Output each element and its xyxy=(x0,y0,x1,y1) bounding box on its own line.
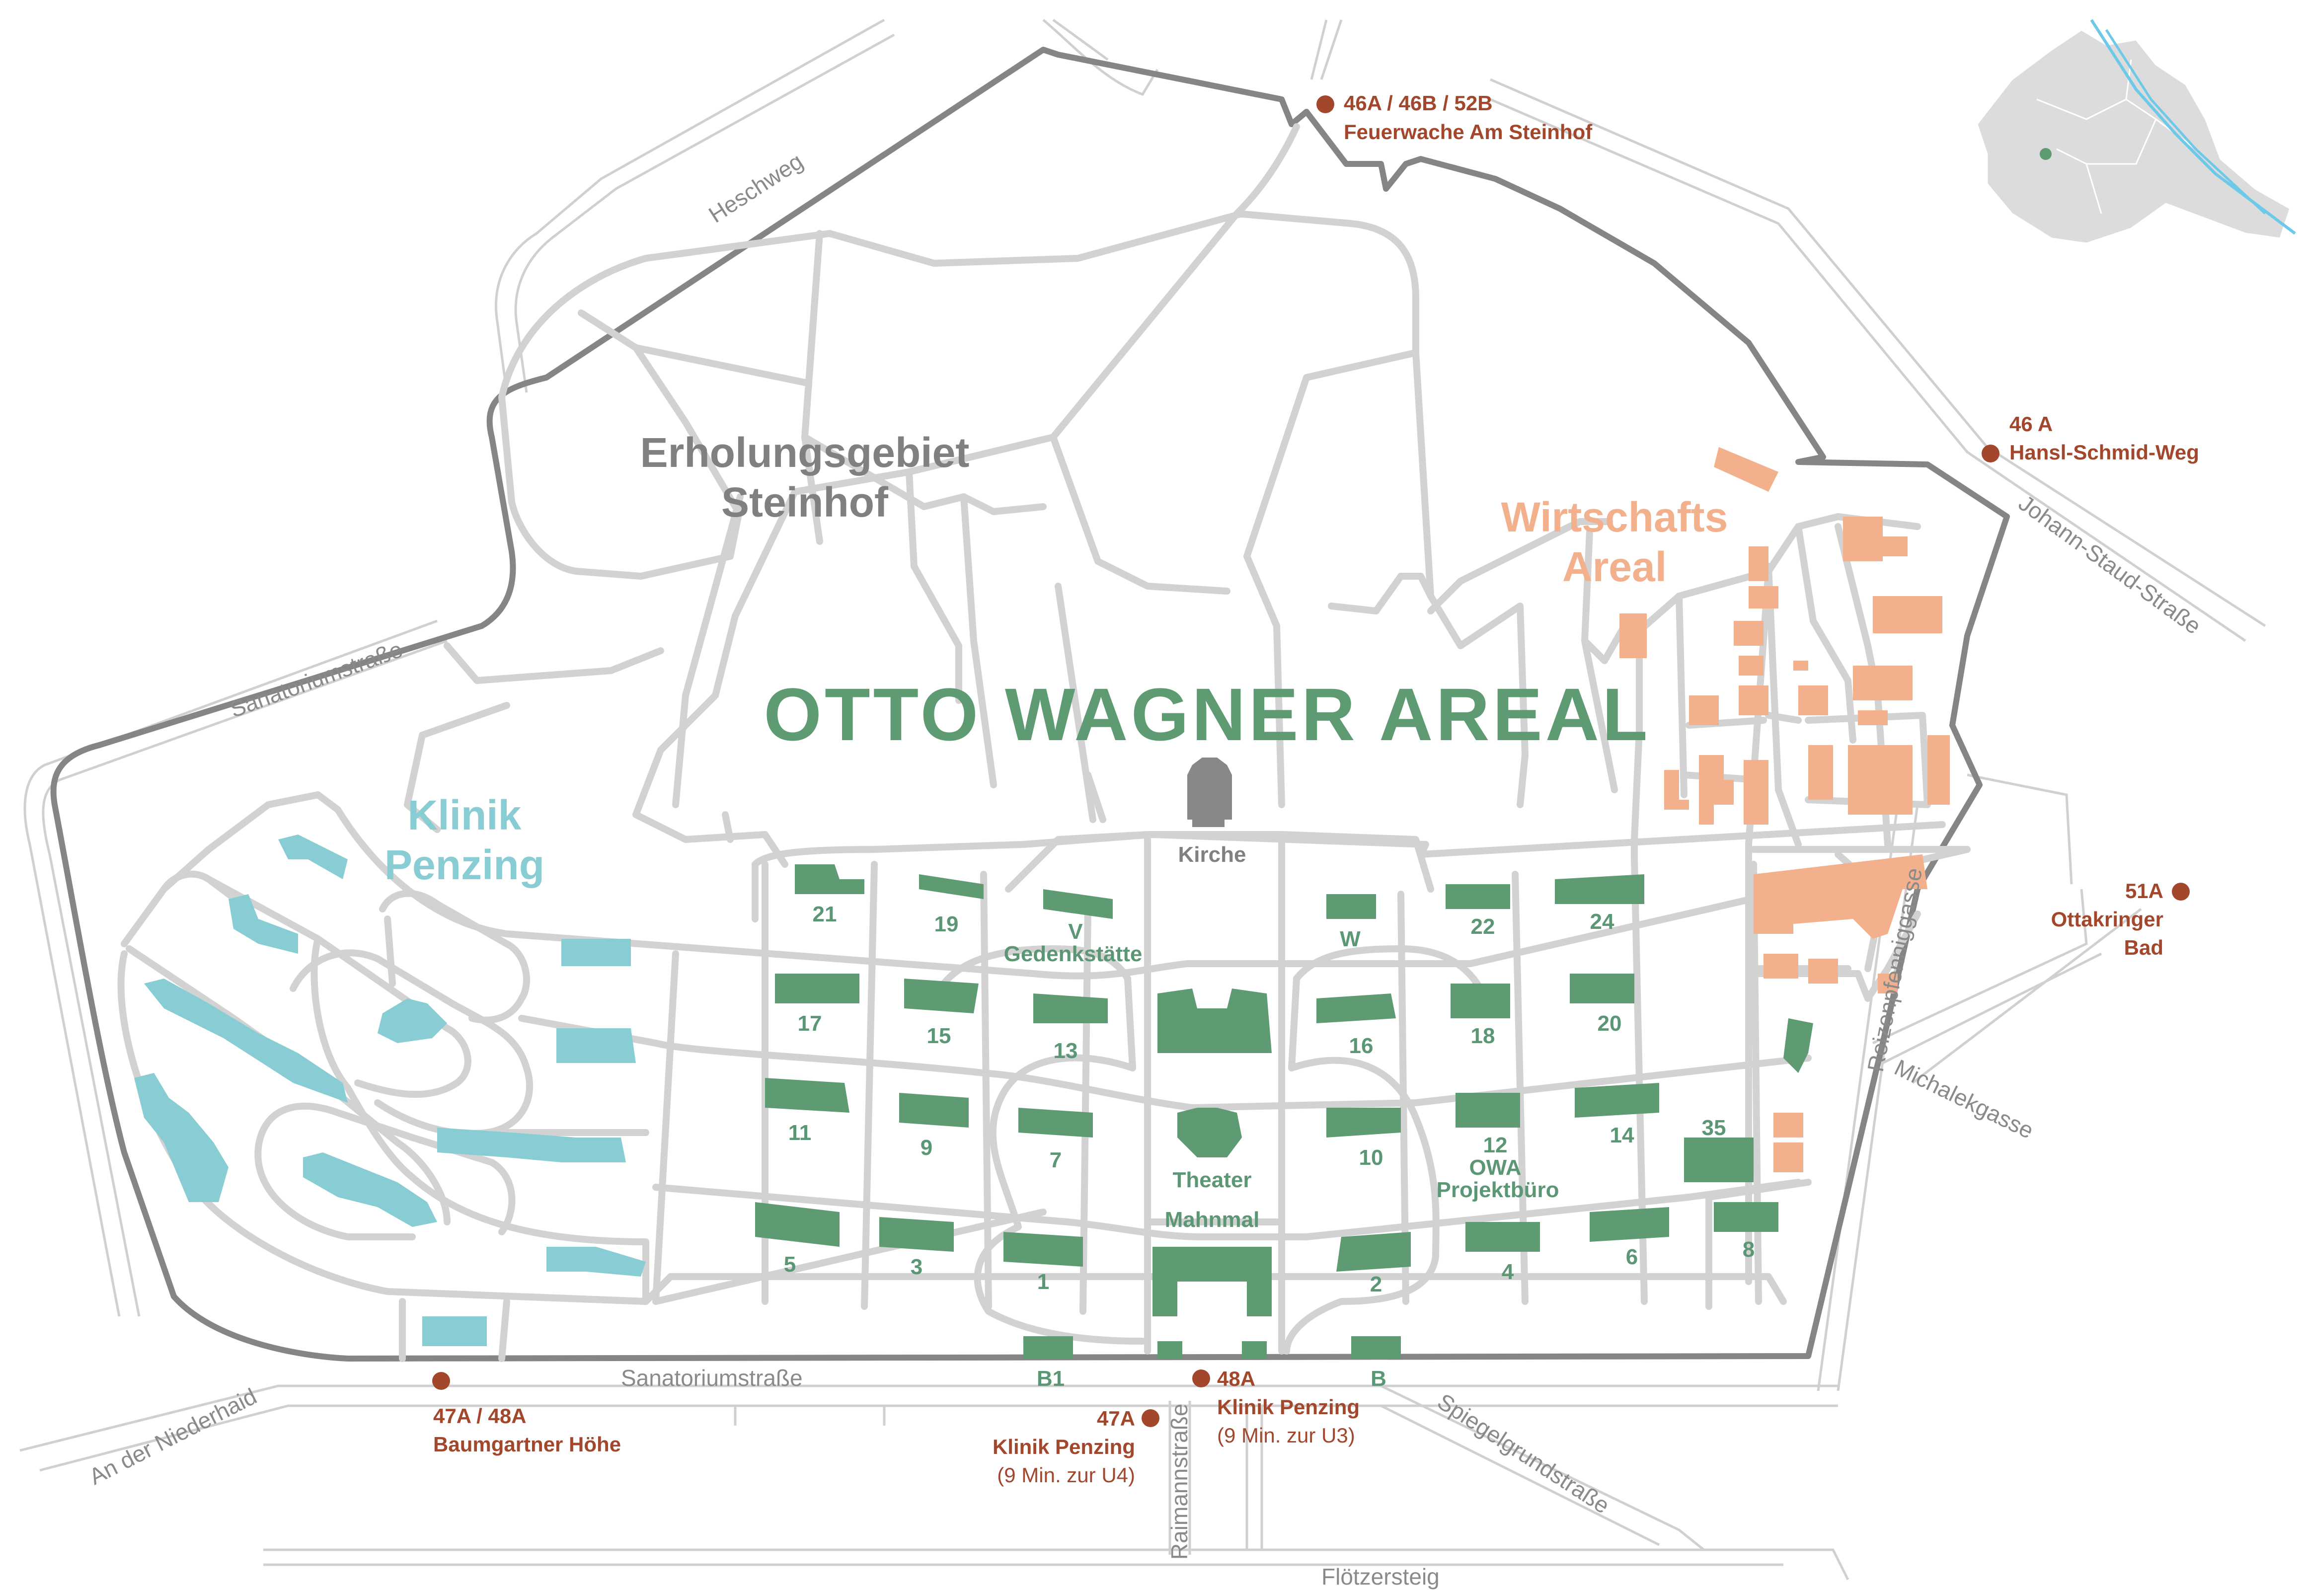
owa-label-3: Projektbüro xyxy=(1437,1178,1559,1202)
building-number: 14 xyxy=(1610,1123,1634,1147)
street-label-johann-staud-strasse: Johann-Staud-Straße xyxy=(2014,490,2206,639)
building-number: 22 xyxy=(1471,914,1495,939)
street-label-spiegelgrundstrasse: Spiegelgrundstraße xyxy=(1433,1388,1614,1519)
bus-stop-marker[interactable] xyxy=(2172,883,2190,901)
bus-stop-marker[interactable] xyxy=(432,1372,450,1390)
mahnmal-label: Mahnmal xyxy=(1165,1208,1260,1232)
recreation-area-label-2: Steinhof xyxy=(721,479,889,526)
building-number: 21 xyxy=(813,902,837,926)
memorial-label-1: V xyxy=(1068,919,1083,944)
bus-stop-s5-note: (9 Min. zur U4) xyxy=(997,1463,1135,1487)
bus-stop-s2-name: Hansl-Schmid-Weg xyxy=(2009,441,2199,464)
w-label: W xyxy=(1340,927,1361,951)
building-number: 19 xyxy=(934,912,959,936)
bus-stop-s6-name: Klinik Penzing xyxy=(1217,1395,1360,1419)
bus-stop-s5-lines: 47A xyxy=(1097,1407,1135,1430)
building-number: 1 xyxy=(1037,1270,1049,1294)
street-label-sanatoriumstrasse-upper: Sanatoriumstraße xyxy=(227,636,406,722)
bus-stop-marker[interactable] xyxy=(1192,1369,1210,1387)
building-number: 20 xyxy=(1598,1011,1622,1036)
building-number: 4 xyxy=(1502,1260,1514,1284)
bus-stop-s2-lines: 46 A xyxy=(2009,412,2053,436)
building-number: 7 xyxy=(1050,1148,1062,1172)
building-number: 15 xyxy=(927,1024,951,1048)
building-number: 10 xyxy=(1359,1145,1383,1170)
bus-stops xyxy=(432,95,2190,1427)
bus-stop-s3-name-1: Ottakringer xyxy=(2051,908,2163,931)
building-number: 3 xyxy=(911,1255,922,1279)
bus-stop-s4-name: Baumgartner Höhe xyxy=(433,1433,621,1456)
bus-stop-s6-note: (9 Min. zur U3) xyxy=(1217,1424,1355,1447)
outer-streets xyxy=(19,18,2266,1581)
building-number: 9 xyxy=(921,1136,932,1160)
building-number: 18 xyxy=(1471,1024,1495,1048)
bus-stop-s6-lines: 48A xyxy=(1217,1367,1255,1390)
owa-label-1: 12 xyxy=(1483,1133,1508,1157)
street-label-raimannstrasse: Raimannstraße xyxy=(1166,1404,1192,1560)
economy-buildings xyxy=(1619,447,1950,1172)
location-dot xyxy=(2040,148,2052,160)
owa-label-2: OWA xyxy=(1469,1155,1521,1180)
building-numbers: 21 19 22 24 17 15 13 16 18 20 11 9 7 10 … xyxy=(784,902,1755,1391)
building-number: 8 xyxy=(1743,1237,1755,1262)
building-number: 24 xyxy=(1590,910,1614,934)
building-number: 17 xyxy=(798,1011,822,1036)
economy-area-label-2: Areal xyxy=(1562,543,1667,590)
building-number: 11 xyxy=(788,1121,812,1145)
street-label-michalekgasse: Michalekgasse xyxy=(1891,1054,2038,1143)
street-label-sanatoriumstrasse-lower: Sanatoriumstraße xyxy=(621,1365,803,1391)
clinic-area-label-1: Klinik xyxy=(408,792,522,838)
clinic-buildings xyxy=(134,835,646,1346)
building-number: B1 xyxy=(1037,1367,1065,1391)
building-number: 16 xyxy=(1349,1034,1374,1058)
bus-stop-s1-lines: 46A / 46B / 52B xyxy=(1344,91,1493,115)
bus-stop-s1-name: Feuerwache Am Steinhof xyxy=(1344,120,1593,144)
theater-label: Theater xyxy=(1173,1168,1252,1192)
building-number: 35 xyxy=(1702,1116,1726,1140)
bus-stop-s3-lines: 51A xyxy=(2125,879,2163,903)
building-number: B xyxy=(1371,1367,1386,1391)
building-number: 13 xyxy=(1054,1039,1078,1063)
economy-area-label-1: Wirtschafts xyxy=(1501,494,1728,540)
bus-stop-s3-name-2: Bad xyxy=(2124,936,2163,959)
vienna-inset-map xyxy=(1976,19,2296,244)
areal-buildings xyxy=(755,864,1813,1359)
memorial-label-2: Gedenkstätte xyxy=(1004,942,1143,966)
building-number: 6 xyxy=(1626,1245,1638,1269)
areal-boundary xyxy=(50,47,2010,1362)
church-label: Kirche xyxy=(1178,842,1246,867)
bus-stop-marker[interactable] xyxy=(1142,1409,1159,1427)
bus-stop-marker[interactable] xyxy=(1316,95,1334,113)
street-label-an-der-niederhaid: An der Niederhaid xyxy=(85,1383,261,1490)
map-title: OTTO WAGNER AREAL xyxy=(764,673,1650,756)
church-icon xyxy=(1187,758,1232,827)
building-number: 2 xyxy=(1370,1272,1382,1296)
paths xyxy=(117,123,1971,1362)
recreation-area-label-1: Erholungsgebiet xyxy=(640,429,970,476)
clinic-area-label-2: Penzing xyxy=(384,841,544,888)
bus-stop-s5-name: Klinik Penzing xyxy=(993,1435,1135,1458)
bus-stop-s4-lines: 47A / 48A xyxy=(433,1404,527,1428)
bus-stop-marker[interactable] xyxy=(1982,445,1999,462)
building-number: 5 xyxy=(784,1252,796,1277)
street-label-floetzersteig: Flötzersteig xyxy=(1321,1564,1440,1590)
